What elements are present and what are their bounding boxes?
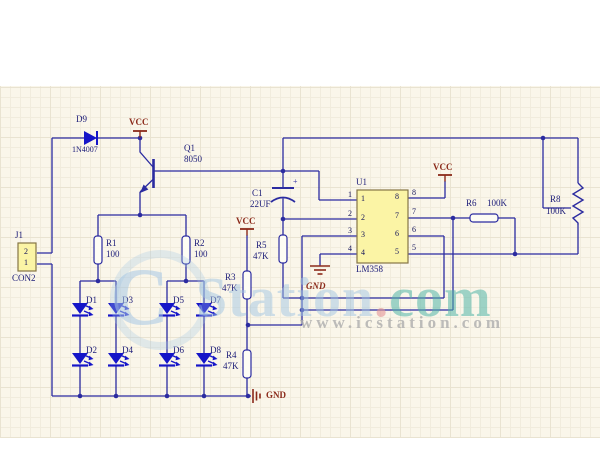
pin-in-1: 1 (361, 194, 365, 203)
ic-u1-body (356, 189, 409, 264)
resistor-r2 (181, 235, 191, 265)
label-j1-pin1: 1 (24, 258, 28, 267)
label-r5-ref: R5 (256, 240, 267, 250)
label-r8-value: 100K (546, 206, 566, 216)
label-u1-value: LM358 (356, 264, 383, 274)
label-d9-value: 1N4007 (72, 145, 98, 154)
label-j1-value: CON2 (12, 273, 36, 283)
pin-out-3: 3 (348, 226, 352, 235)
label-d2: D2 (86, 345, 97, 355)
label-r4-ref: R4 (226, 350, 237, 360)
pin-out-2: 2 (348, 209, 352, 218)
label-q1-ref: Q1 (184, 143, 195, 153)
transistor-q1 (140, 159, 155, 193)
label-d8: D8 (210, 345, 221, 355)
label-vcc-3: VCC (433, 162, 453, 172)
label-c1-value: 22UF (250, 199, 271, 209)
pin-out-7: 7 (412, 207, 416, 216)
label-d4: D4 (122, 345, 133, 355)
vcc-symbol-3 (437, 174, 453, 183)
label-c1-polarity: + (293, 177, 298, 186)
capacitor-c1 (270, 187, 296, 203)
label-r6-value: 100K (487, 198, 507, 208)
pin-in-4: 4 (361, 248, 365, 257)
pin-in-7: 7 (395, 211, 399, 220)
label-r8-ref: R8 (550, 194, 561, 204)
label-r1-ref: R1 (106, 238, 117, 248)
gnd-earth-symbol (309, 265, 331, 275)
resistor-bodies (93, 213, 499, 379)
label-r5-value: 47K (253, 251, 269, 261)
resistor-r1 (93, 235, 103, 265)
label-j1-ref: J1 (15, 230, 24, 240)
resistor-r4 (242, 349, 252, 379)
gnd-bus-symbol (252, 388, 261, 404)
junction-dots (77, 135, 546, 399)
label-r4-value: 47K (223, 361, 239, 371)
label-gnd-bus: GND (266, 390, 286, 400)
pin-in-2: 2 (361, 213, 365, 222)
label-d3: D3 (122, 295, 133, 305)
label-r2-ref: R2 (194, 238, 205, 248)
vcc-symbol-2 (239, 228, 255, 237)
pin-out-6: 6 (412, 225, 416, 234)
pin-out-5: 5 (412, 243, 416, 252)
label-vcc-1: VCC (129, 117, 149, 127)
label-d7: D7 (210, 295, 221, 305)
diode-d9 (84, 131, 98, 145)
label-gnd-ic: GND (306, 281, 326, 291)
connector-j1-body (17, 242, 37, 272)
label-r3-value: 47K (222, 283, 238, 293)
label-d6: D6 (173, 345, 184, 355)
label-d1: D1 (86, 295, 97, 305)
label-vcc-2: VCC (236, 216, 256, 226)
label-r2-value: 100 (194, 249, 208, 259)
resistor-r8-zigzag (571, 182, 585, 225)
schematic-sheet-grid (0, 86, 600, 438)
label-r6-ref: R6 (466, 198, 477, 208)
pin-in-5: 5 (395, 247, 399, 256)
label-d9-ref: D9 (76, 114, 87, 124)
label-d5: D5 (173, 295, 184, 305)
label-c1-ref: C1 (252, 188, 263, 198)
label-u1-ref: U1 (356, 177, 367, 187)
label-r1-value: 100 (106, 249, 120, 259)
label-r3-ref: R3 (225, 272, 236, 282)
pin-in-8: 8 (395, 192, 399, 201)
pin-out-1: 1 (348, 190, 352, 199)
pin-out-8: 8 (412, 188, 416, 197)
label-j1-pin2: 2 (24, 247, 28, 256)
resistor-r3 (242, 270, 252, 300)
label-q1-value: 8050 (184, 154, 202, 164)
pin-out-4: 4 (348, 244, 352, 253)
resistor-r6 (469, 213, 499, 223)
vcc-symbol-1 (132, 130, 148, 139)
pin-in-3: 3 (361, 230, 365, 239)
pin-in-6: 6 (395, 229, 399, 238)
resistor-r5 (278, 234, 288, 264)
